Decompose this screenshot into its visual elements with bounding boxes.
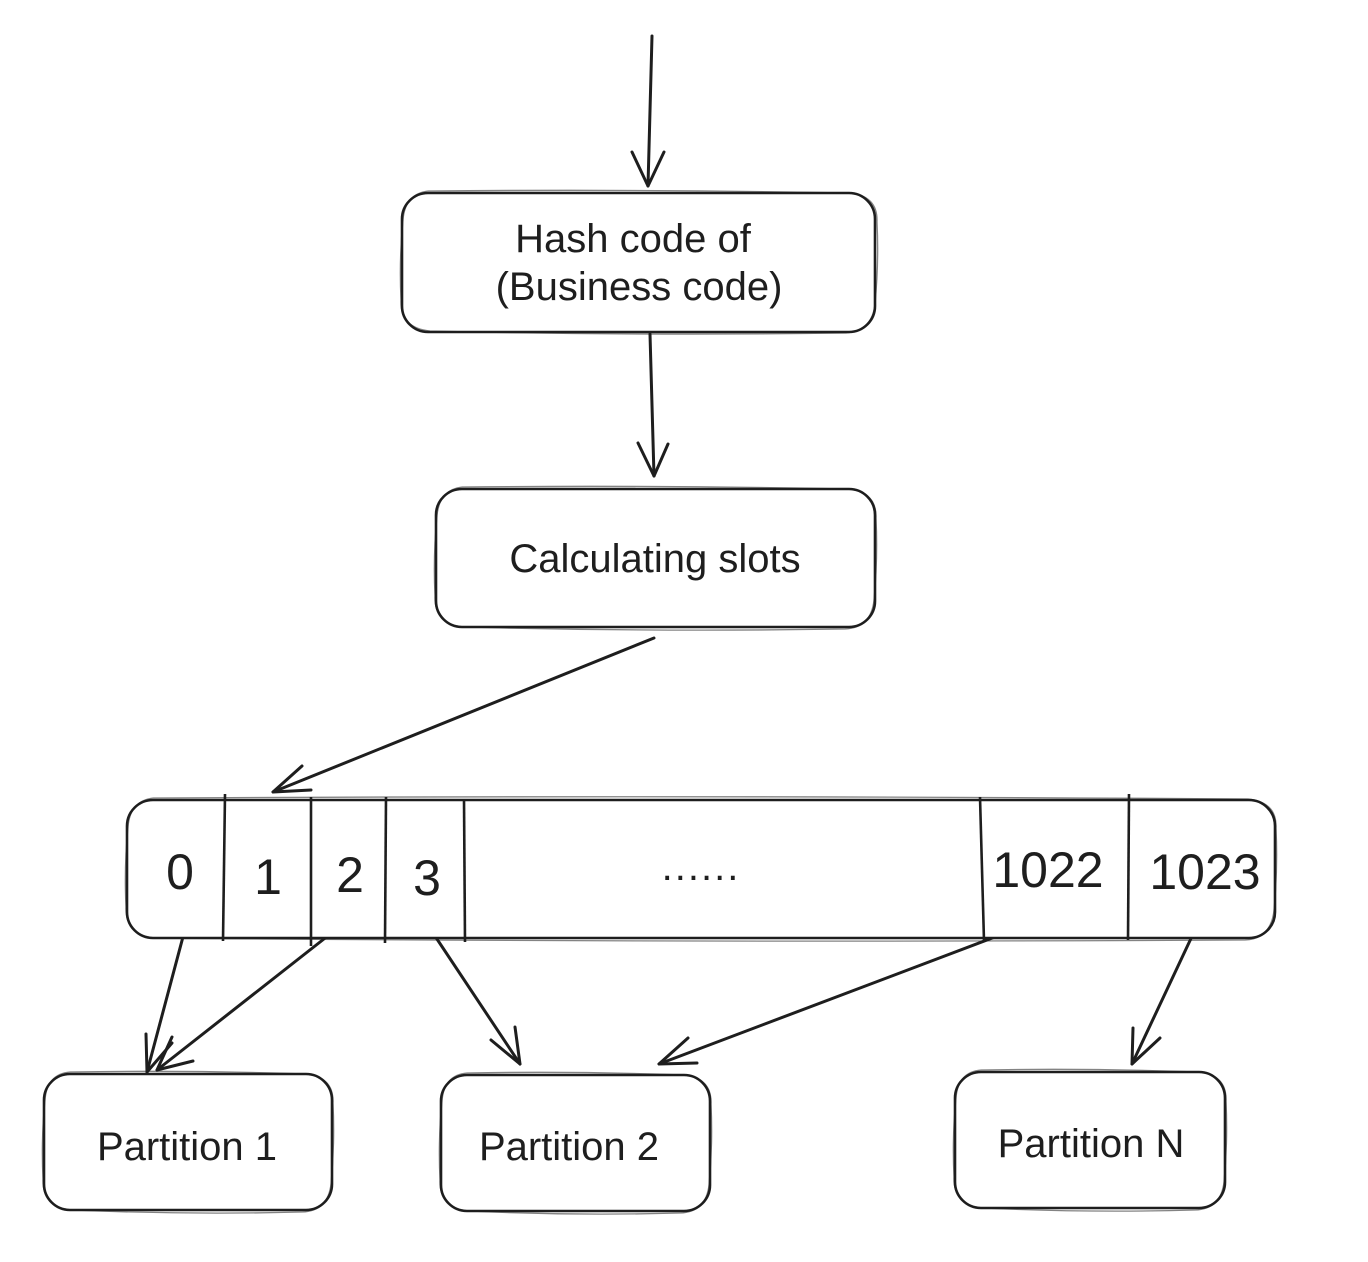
partition-2-box: Partition 2 (438, 1071, 713, 1215)
arrow-hash-to-calc (636, 332, 670, 478)
partition-1-label: Partition 1 (97, 1125, 277, 1169)
calculating-slots-box: Calculating slots (433, 485, 878, 631)
slot-2-label: 2 (336, 847, 364, 903)
slot-1023-label: 1023 (1149, 844, 1260, 900)
slot-divider (221, 793, 227, 942)
slot-0-label: 0 (166, 844, 194, 900)
slot-divider (1126, 793, 1131, 941)
hash-box-line1: Hash code of (515, 217, 752, 261)
partition-1-box: Partition 1 (41, 1070, 335, 1214)
slot-divider (978, 796, 986, 942)
hash-box-line2: (Business code) (496, 265, 783, 309)
slot-3-label: 3 (413, 850, 441, 906)
slot-divider (383, 796, 388, 944)
slot-ellipsis: ...... (662, 845, 741, 889)
slot-1-label: 1 (254, 849, 282, 905)
hash-code-box: Hash code of (Business code) (399, 189, 879, 335)
arrow-entry (630, 34, 666, 188)
arrow-calc-to-slots (271, 636, 656, 794)
slot-strip: 0 1 2 3 ...... 1022 1023 (124, 793, 1278, 946)
arrow-slot3-to-partition2 (421, 916, 522, 1066)
partition-2-label: Partition 2 (479, 1125, 659, 1169)
slot-1022-label: 1022 (992, 842, 1103, 898)
partition-n-box: Partition N (952, 1068, 1228, 1212)
slot-divider (462, 798, 467, 943)
calculating-slots-label: Calculating slots (509, 537, 800, 581)
partition-n-label: Partition N (998, 1122, 1185, 1166)
